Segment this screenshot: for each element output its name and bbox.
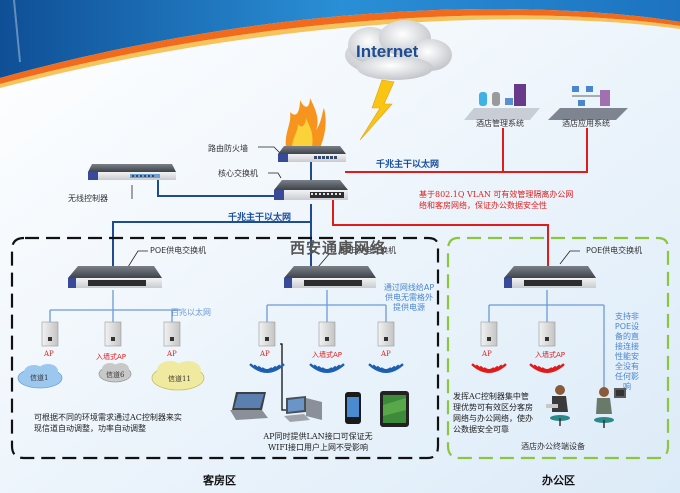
office-ap-1-label: AP [482, 350, 492, 358]
guest-center-ap-3-label: AP [381, 350, 391, 358]
office-ap-2-label: 入墙式AP [535, 351, 566, 359]
fast-ethernet-links [49, 290, 605, 390]
hotel-application-system-icon [548, 86, 628, 120]
laptop-icon [230, 392, 268, 420]
hotel-management-system-label: 酒店管理系统 [476, 119, 524, 128]
lan-note: AP同时提供LAN接口可保证无WIFI接口用户上网不受影响 [263, 432, 373, 452]
guest-center-ap-3-icon [377, 321, 395, 347]
ac-note: 发挥AC控制器集中管理优势可有效区分客房网络与办公网络，使办公数据安全可靠 [453, 392, 533, 434]
guest-ap-1-icon [41, 321, 59, 347]
firewall-label: 路由防火墙 [208, 144, 248, 153]
wifi-signal-guest-3-icon [368, 363, 404, 373]
guest-ap-1-label: AP [44, 350, 54, 358]
watermark: 西安通康网络 [290, 239, 387, 257]
guest-center-ap-1-icon [258, 321, 276, 347]
desktop-computer-icon [284, 396, 322, 422]
office-ap-2-icon [538, 321, 556, 347]
office-switch-label: POE供电交换机 [586, 246, 643, 255]
guest-left-switch-label: POE供电交换机 [150, 246, 207, 255]
wifi-signal-office-1-icon [471, 363, 507, 373]
header-banner [0, 0, 680, 88]
channel-11-label: 信道11 [168, 375, 191, 383]
hotel-application-system-label: 酒店应用系统 [562, 119, 610, 128]
internet-cloud-icon [345, 20, 452, 80]
guest-center-ap-2-icon [318, 321, 336, 347]
guest-zone-border [10, 236, 440, 460]
office-terminal-label: 酒店办公终端设备 [521, 442, 585, 451]
guest-ap-3-label: AP [167, 350, 177, 358]
guest-ap-2-icon [104, 321, 122, 347]
backbone-links [112, 162, 312, 270]
guest-center-ap-1-label: AP [260, 350, 270, 358]
firewall-flame-icon [285, 98, 326, 148]
internet-label: Internet [356, 42, 419, 61]
non-poe-note: 支持非POE设备的直接连接性能安全没有任何影响 [614, 312, 640, 391]
poe-switch-office [504, 266, 596, 288]
wifi-signal-guest-1-icon [249, 363, 285, 373]
wifi-signal-guest-2-icon [309, 363, 345, 373]
lightning-bolt-icon [359, 79, 395, 141]
core-switch-device [274, 180, 348, 200]
backbone-label-right: 千兆主干以太网 [376, 160, 440, 170]
channel-note: 可根据不同的环境需求通过AC控制器来实现信道自动调整，功率自动调整 [34, 413, 182, 433]
channel-cloud-6 [98, 363, 132, 383]
office-zone-title: 办公区 [542, 474, 575, 487]
guest-ap-3-icon [163, 321, 181, 347]
poe-note: 通过网线给AP供电无需格外提供电源 [383, 283, 435, 312]
guest-zone-title: 客房区 [203, 474, 236, 487]
guest-ap-2-label: 入墙式AP [96, 353, 127, 361]
wifi-signal-office-2-icon [529, 363, 565, 373]
channel-1-label: 信道1 [30, 374, 49, 382]
office-zone-border [446, 236, 670, 460]
office-worker-laptop-icon [546, 385, 570, 426]
smartphone-icon [345, 392, 361, 424]
poe-switch-guest-left [68, 266, 162, 288]
guest-center-switch-label: POE供电交换机 [340, 246, 397, 255]
vlan-note: 基于802.1Q VLAN 可有效管理隔离办公网络和客房网络，保证办公数据安全性 [419, 190, 574, 210]
channel-cloud-1 [17, 364, 63, 389]
callout-lines [127, 146, 580, 268]
guest-center-ap-2-label: 入墙式AP [312, 351, 343, 359]
hotel-management-system-icon [464, 84, 540, 120]
backbone-label-left: 千兆主干以太网 [228, 213, 292, 223]
vlan-links [332, 128, 588, 266]
firewall-router-device [278, 146, 346, 162]
core-switch-label: 核心交换机 [218, 169, 258, 178]
channel-6-label: 信道6 [106, 371, 125, 379]
poe-switch-guest-center [284, 266, 376, 288]
wireless-controller-device [88, 164, 176, 180]
channel-cloud-11 [151, 361, 205, 391]
fast-ethernet-label: 百兆以太网 [171, 308, 211, 317]
office-worker-desktop-icon [594, 387, 626, 428]
office-ap-1-icon [480, 321, 498, 347]
tablet-icon [380, 391, 409, 427]
wireless-controller-label: 无线控制器 [68, 194, 108, 203]
